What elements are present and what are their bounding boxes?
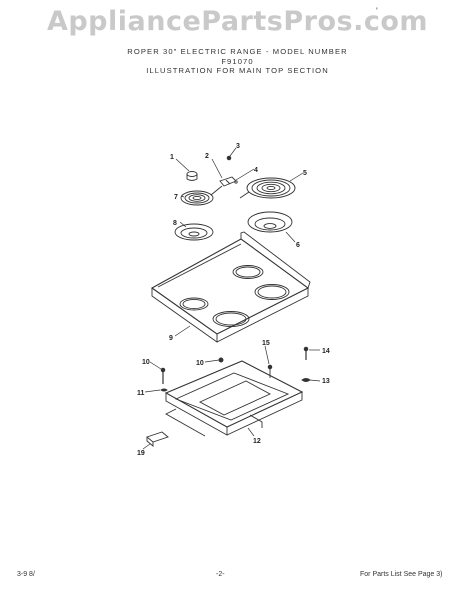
- callout-12: 12: [253, 438, 261, 445]
- diagram-subtitle: ILLUSTRATION FOR MAIN TOP SECTION: [146, 66, 329, 75]
- part-1-knob-cap: [186, 171, 198, 181]
- callout-10a: 10: [142, 359, 150, 366]
- callout-1: 1: [170, 154, 174, 161]
- footer-parts-list-note: For Parts List See Page 3): [360, 571, 443, 578]
- callout-2: 2: [205, 153, 209, 160]
- part-12-burner-box: [164, 360, 304, 437]
- fastener-screws: [160, 346, 311, 392]
- footer-page-number: -2-: [216, 571, 225, 578]
- callout-6: 6: [296, 242, 300, 249]
- part-19-bracket: [146, 431, 169, 447]
- diagram-title: ROPER 30" ELECTRIC RANGE - MODEL NUMBER: [127, 47, 348, 56]
- callout-10b: 10: [196, 360, 204, 367]
- leader-lines: [142, 147, 321, 450]
- callout-19: 19: [137, 450, 145, 457]
- callout-7: 7: [174, 194, 178, 201]
- part-5-large-surface-element: [239, 177, 296, 199]
- part-3-screw: [226, 155, 232, 161]
- footer-date: 3-9 8/: [17, 571, 35, 578]
- watermark-logo: AppliancePartsPros.com: [46, 6, 429, 37]
- callout-11: 11: [137, 390, 145, 397]
- callout-3: 3: [236, 143, 240, 150]
- callout-4: 4: [254, 167, 258, 174]
- model-number: F91070: [221, 57, 254, 66]
- callout-13: 13: [322, 378, 330, 385]
- part-7-small-surface-element: [180, 185, 223, 206]
- part-8-small-drip-bowl: [174, 223, 214, 241]
- part-9-main-top: [150, 231, 311, 343]
- corner-mark: ': [376, 6, 378, 16]
- callout-14: 14: [322, 348, 330, 355]
- part-2-terminal-block: [219, 176, 238, 187]
- callout-9: 9: [169, 335, 173, 342]
- callout-15: 15: [262, 340, 270, 347]
- part-6-large-drip-bowl: [247, 211, 293, 233]
- callout-8: 8: [173, 220, 177, 227]
- callout-5: 5: [303, 170, 307, 177]
